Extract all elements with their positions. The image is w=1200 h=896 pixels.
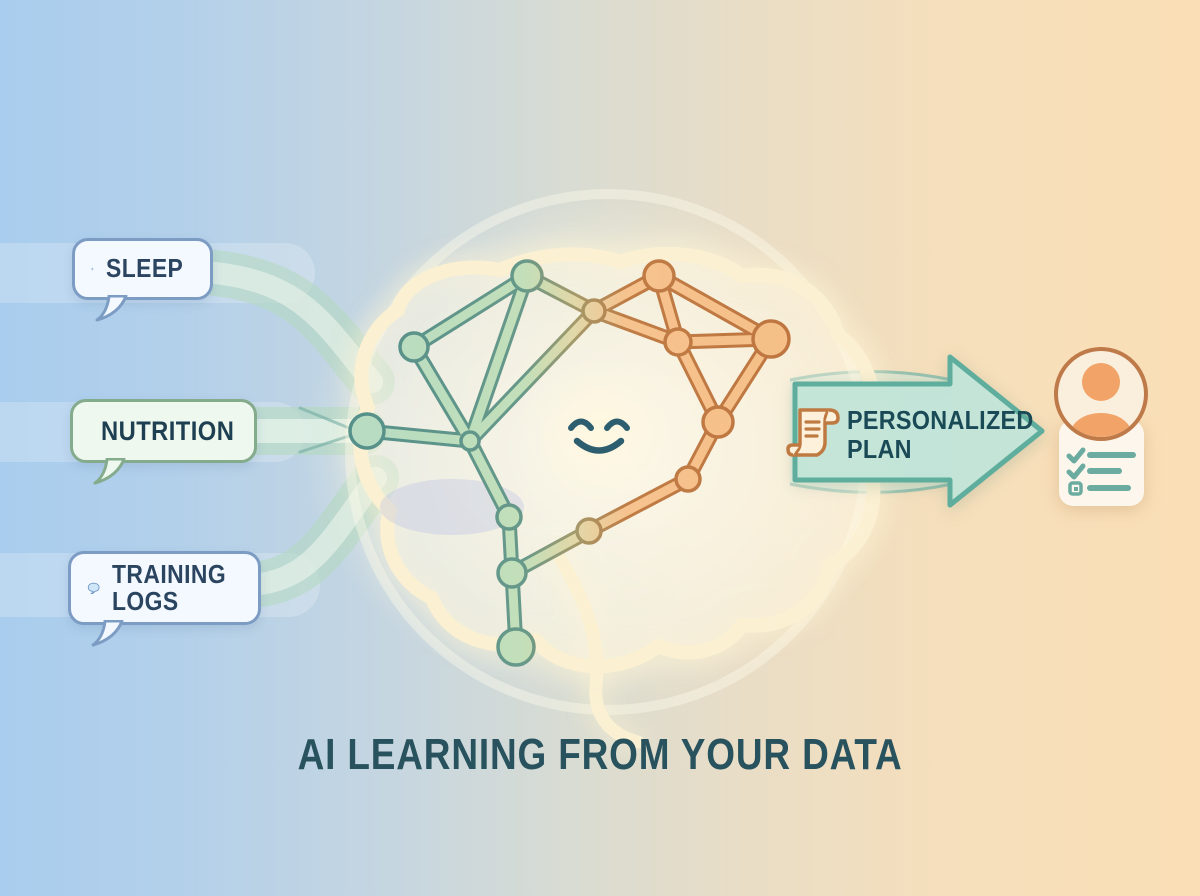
page-title: AI LEARNING FROM YOUR DATA — [297, 730, 903, 779]
checklist — [1066, 447, 1136, 496]
network-nodes — [348, 259, 791, 667]
bubble-tail — [91, 620, 124, 647]
input-label-training-logs: TRAINING LOGS — [112, 558, 227, 616]
scroll-icon — [786, 408, 840, 457]
crescent-moon-z-icon: z — [91, 268, 94, 271]
user-profile-checklist-card — [1054, 347, 1148, 506]
bubble-tail — [93, 458, 126, 485]
smiley-left-eye — [568, 418, 594, 431]
brain-stem — [553, 551, 645, 749]
check-icon — [1066, 463, 1086, 480]
neural-network — [348, 259, 791, 667]
input-bubble-nutrition: NUTRITION — [70, 399, 257, 485]
bubble-tail — [95, 295, 128, 322]
input-label-sleep: SLEEP — [106, 253, 184, 284]
svg-text:z: z — [93, 268, 94, 270]
user-avatar-icon — [1054, 347, 1148, 441]
input-streams — [182, 249, 399, 608]
input-label-nutrition: NUTRITION — [101, 415, 235, 446]
smiley-mouth — [573, 437, 625, 454]
input-bubble-training-logs: TRAINING LOGS — [68, 551, 261, 647]
smiley-right-eye — [604, 418, 630, 431]
chat-bubble-icon — [87, 582, 100, 594]
lavender-blob — [380, 479, 524, 535]
personalized-plan-label: PERSONALIZED PLAN — [847, 405, 1034, 465]
smiley-face — [525, 357, 675, 507]
personalized-plan-arrow — [792, 354, 1045, 508]
check-icon — [1066, 447, 1086, 464]
checkbox-icon — [1068, 481, 1083, 496]
input-bubble-sleep: z SLEEP — [72, 238, 213, 322]
